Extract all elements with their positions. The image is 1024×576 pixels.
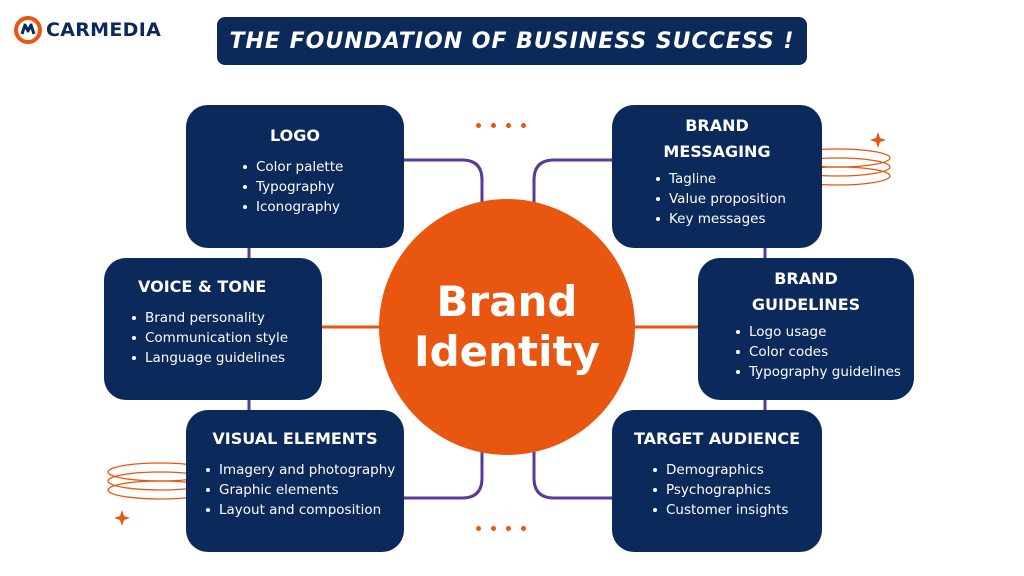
title-banner: THE FOUNDATION OF BUSINESS SUCCESS !	[217, 17, 807, 65]
card-title: VISUAL ELEMENTS	[212, 429, 378, 448]
sparkle-icon	[114, 510, 130, 526]
list-item: Key messages	[656, 209, 822, 229]
card-logo: LOGO Color palette Typography Iconograph…	[186, 105, 404, 248]
card-brand-guidelines: BRAND GUIDELINES Logo usage Color codes …	[698, 258, 914, 400]
connector-visual-circle	[404, 440, 484, 500]
card-list: Logo usage Color codes Typography guidel…	[698, 322, 914, 382]
list-item: Brand personality	[132, 308, 322, 328]
list-item: Color palette	[243, 157, 404, 177]
brand-logo: CARMEDIA	[14, 16, 161, 44]
list-item: Logo usage	[736, 322, 914, 342]
card-title-line1: BRAND	[685, 116, 749, 135]
brand-name: CARMEDIA	[46, 19, 162, 41]
list-item: Demographics	[653, 460, 822, 480]
list-item: Imagery and photography	[206, 460, 404, 480]
list-item: Communication style	[132, 328, 322, 348]
card-target-audience: TARGET AUDIENCE Demographics Psychograph…	[612, 410, 822, 552]
card-title: VOICE & TONE	[138, 277, 267, 296]
card-list: Imagery and photography Graphic elements…	[186, 460, 404, 520]
list-item: Value proposition	[656, 189, 822, 209]
card-title: LOGO	[270, 126, 320, 145]
card-title-line1: BRAND	[774, 269, 838, 288]
connector-audience-circle	[532, 440, 612, 500]
orange-dots-icon	[476, 526, 526, 531]
orange-dots-icon	[476, 123, 526, 128]
list-item: Typography guidelines	[736, 362, 914, 382]
carmedia-logo-icon	[14, 16, 42, 44]
sparkle-icon	[870, 132, 886, 148]
list-item: Language guidelines	[132, 348, 322, 368]
card-visual-elements: VISUAL ELEMENTS Imagery and photography …	[186, 410, 404, 552]
card-voice-tone: VOICE & TONE Brand personality Communica…	[104, 258, 322, 400]
list-item: Graphic elements	[206, 480, 404, 500]
list-item: Color codes	[736, 342, 914, 362]
connector-messaging-circle	[532, 158, 612, 216]
list-item: Layout and composition	[206, 500, 404, 520]
brand-identity-circle: Brand Identity	[379, 199, 635, 455]
list-item: Iconography	[243, 197, 404, 217]
list-item: Typography	[243, 177, 404, 197]
connector-logo-circle	[404, 158, 484, 216]
center-title-line1: Brand	[436, 277, 578, 326]
card-brand-messaging: BRAND MESSAGING Tagline Value propositio…	[612, 105, 822, 248]
card-list: Tagline Value proposition Key messages	[612, 169, 822, 229]
card-list: Color palette Typography Iconography	[186, 157, 404, 217]
card-title-line2: MESSAGING	[663, 142, 771, 161]
card-list: Brand personality Communication style La…	[104, 308, 322, 368]
list-item: Customer insights	[653, 500, 822, 520]
card-list: Demographics Psychographics Customer ins…	[612, 460, 822, 520]
card-title-line2: GUIDELINES	[751, 295, 861, 314]
page-title: THE FOUNDATION OF BUSINESS SUCCESS !	[229, 28, 795, 54]
list-item: Tagline	[656, 169, 822, 189]
card-title: TARGET AUDIENCE	[633, 429, 801, 448]
center-title-line2: Identity	[413, 327, 600, 376]
list-item: Psychographics	[653, 480, 822, 500]
